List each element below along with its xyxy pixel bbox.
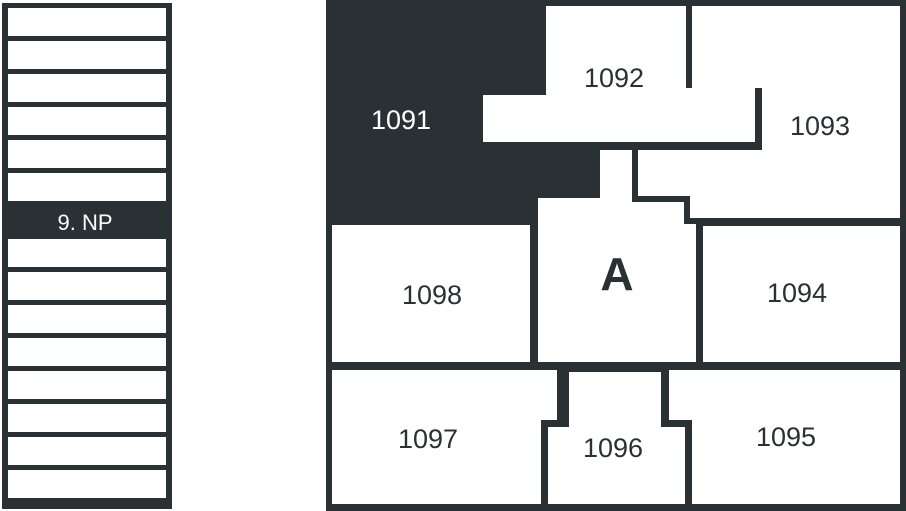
floor-item-current[interactable] [8,206,166,234]
unit-label-1094: 1094 [767,278,827,308]
unit-label-1092: 1092 [584,63,644,93]
unit-label-1096: 1096 [583,433,643,463]
floor-item[interactable] [8,470,166,498]
unit-1097[interactable] [332,370,557,504]
unit-1092[interactable] [483,6,755,142]
floor-item[interactable] [8,8,166,36]
floor-item[interactable] [8,272,166,300]
floor-selector: 9. NP [2,3,172,509]
unit-label-1091: 1091 [371,105,431,135]
building-plan: 1091 1092 1093 1094 1095 1096 1097 1098 … [326,0,906,511]
unit-label-1098: 1098 [402,280,462,310]
unit-1098[interactable] [332,225,530,362]
unit-label-1093: 1093 [790,111,850,141]
floor-item[interactable] [8,173,166,201]
unit-1093[interactable] [638,6,900,218]
floor-item[interactable] [8,107,166,135]
unit-label-1095: 1095 [756,422,816,452]
floor-item[interactable] [8,140,166,168]
unit-1096[interactable] [548,372,685,504]
floor-item[interactable] [8,404,166,432]
floor-item[interactable] [8,305,166,333]
floor-item[interactable] [8,338,166,366]
unit-1094[interactable] [703,226,900,362]
unit-1095[interactable] [669,370,900,504]
core-label: A [600,248,633,300]
floor-item[interactable] [8,437,166,465]
core-a [538,150,696,362]
floor-item[interactable] [8,239,166,267]
current-floor-label: 9. NP [57,210,112,235]
floor-item[interactable] [8,371,166,399]
floor-item[interactable] [8,74,166,102]
unit-label-1097: 1097 [398,424,458,454]
unit-1091[interactable] [332,6,594,222]
floor-item[interactable] [8,41,166,69]
